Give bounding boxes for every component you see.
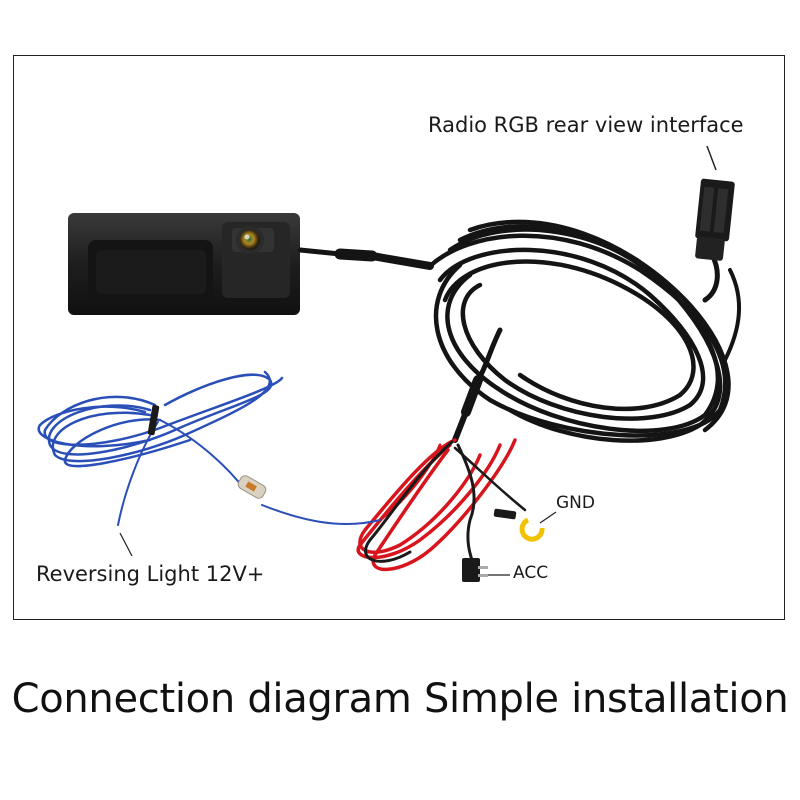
camera-cable xyxy=(297,247,434,270)
diagram-caption: Connection diagram Simple installation xyxy=(11,676,789,722)
blue-wire-splice-connector xyxy=(237,475,267,499)
acc-label: ACC xyxy=(513,563,549,583)
gnd-label: GND xyxy=(556,493,595,513)
reversing-label-leader xyxy=(119,532,133,557)
reversing-light-label: Reversing Light 12V+ xyxy=(36,562,265,586)
coiled-black-cable xyxy=(427,219,731,443)
gnd-ring-terminal-icon xyxy=(493,508,545,542)
camera-lens-icon xyxy=(236,226,264,254)
acc-connector-icon xyxy=(462,558,488,582)
radio-label-leader xyxy=(706,145,717,171)
power-cable xyxy=(452,327,503,443)
radio-rgb-connector xyxy=(695,178,735,261)
gnd-label-leader xyxy=(539,511,557,524)
camera-handle-housing xyxy=(68,213,300,315)
radio-interface-label: Radio RGB rear view interface xyxy=(428,113,744,137)
blue-wire-tie xyxy=(147,405,160,436)
diagram-frame xyxy=(13,55,785,620)
blue-reversing-wire xyxy=(37,370,381,526)
red-wire-bundle xyxy=(356,438,527,572)
